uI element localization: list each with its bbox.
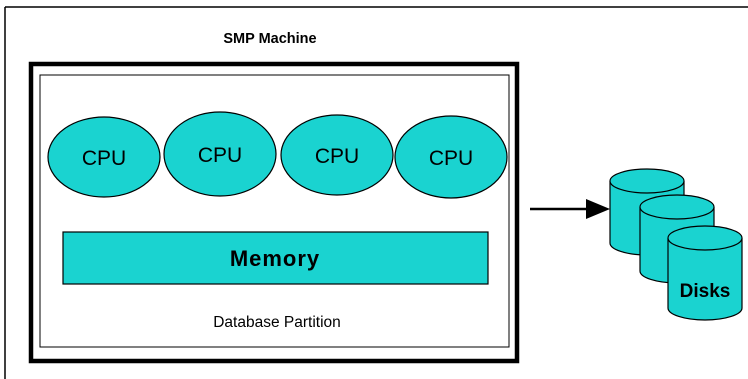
cpu-4-label: CPU [429, 147, 473, 170]
database-partition-box [39, 74, 510, 348]
cpu-3-label: CPU [315, 145, 359, 168]
memory-bar [62, 231, 489, 285]
cpu-4 [394, 115, 508, 199]
disk-3 [667, 225, 743, 321]
cpu-1-label: CPU [82, 147, 126, 170]
smp-machine-title: SMP Machine [223, 31, 316, 47]
cpu-2-label: CPU [198, 144, 242, 167]
database-partition-label: Database Partition [213, 314, 341, 331]
cpu-2 [163, 111, 277, 197]
disks-label: Disks [680, 281, 731, 302]
disks-group [609, 168, 743, 321]
cpu-3 [280, 114, 394, 196]
connection-arrow-head [586, 199, 610, 219]
cpu-group: CPU CPU CPU CPU [47, 111, 508, 199]
cpu-1 [47, 116, 161, 198]
memory-label: Memory [230, 246, 320, 271]
